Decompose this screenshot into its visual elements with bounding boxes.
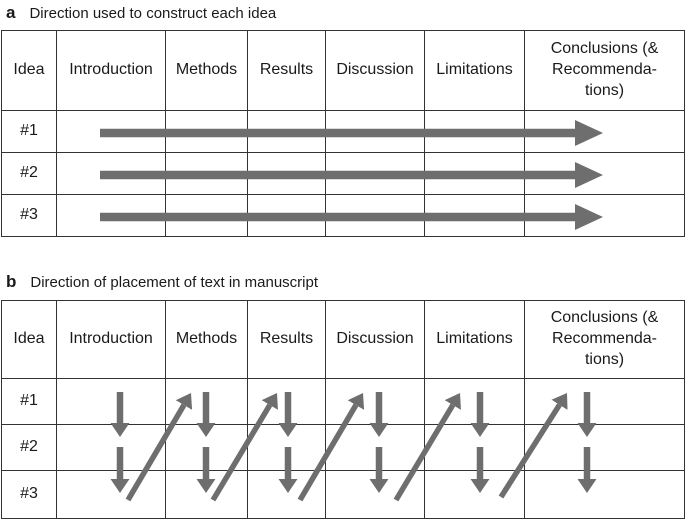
table-header-row: Idea Introduction Methods Results Discus… — [1, 300, 685, 379]
header-cell-limitations: Limitations — [424, 30, 525, 111]
table-cell — [424, 470, 525, 519]
header-cell-results: Results — [247, 30, 326, 111]
table-row: #1 — [1, 378, 685, 425]
table-cell — [424, 378, 525, 425]
table-row: #2 — [1, 152, 685, 195]
table-cell — [424, 110, 525, 153]
table-cell — [325, 470, 425, 519]
table-row: #2 — [1, 424, 685, 471]
table-cell — [56, 194, 166, 237]
table-cell — [247, 424, 326, 471]
panel-b-title-text: Direction of placement of text in manusc… — [30, 274, 319, 291]
text-placement-table: Idea Introduction Methods Results Discus… — [1, 300, 685, 519]
table-cell — [56, 110, 166, 153]
table-header-row: Idea Introduction Methods Results Discus… — [1, 30, 685, 111]
table-cell — [165, 194, 248, 237]
table-cell — [247, 470, 326, 519]
header-cell-results: Results — [247, 300, 326, 379]
table-cell — [165, 424, 248, 471]
table-cell — [325, 110, 425, 153]
table-cell — [56, 378, 166, 425]
panel-a-letter: a — [6, 3, 16, 22]
table-cell — [247, 194, 326, 237]
table-cell — [524, 152, 685, 195]
header-cell-conclusions: Conclusions (& Recommenda- tions) — [524, 30, 685, 111]
table-cell — [524, 470, 685, 519]
table-cell — [247, 110, 326, 153]
table-cell — [165, 152, 248, 195]
table-cell — [524, 110, 685, 153]
panel-b-title: b Direction of placement of text in manu… — [6, 272, 318, 292]
table-cell — [325, 378, 425, 425]
table-cell — [524, 194, 685, 237]
table-cell — [56, 424, 166, 471]
header-cell-introduction: Introduction — [56, 300, 166, 379]
header-cell-idea: Idea — [1, 300, 57, 379]
row-label: #2 — [1, 152, 57, 195]
table-cell — [524, 378, 685, 425]
panel-b-letter: b — [6, 272, 17, 291]
row-label: #1 — [1, 110, 57, 153]
header-cell-limitations: Limitations — [424, 300, 525, 379]
table-cell — [325, 194, 425, 237]
table-cell — [247, 152, 326, 195]
table-cell — [325, 152, 425, 195]
row-label: #1 — [1, 378, 57, 425]
table-cell — [424, 424, 525, 471]
table-row: #3 — [1, 194, 685, 237]
header-cell-discussion: Discussion — [325, 300, 425, 379]
table-row: #1 — [1, 110, 685, 153]
table-cell — [247, 378, 326, 425]
table-cell — [56, 152, 166, 195]
header-cell-introduction: Introduction — [56, 30, 166, 111]
table-cell — [165, 378, 248, 425]
table-cell — [424, 194, 525, 237]
table-cell — [524, 424, 685, 471]
header-cell-methods: Methods — [165, 30, 248, 111]
table-cell — [325, 424, 425, 471]
header-cell-idea: Idea — [1, 30, 57, 111]
header-cell-discussion: Discussion — [325, 30, 425, 111]
table-cell — [165, 110, 248, 153]
table-cell — [56, 470, 166, 519]
table-cell — [424, 152, 525, 195]
row-label: #2 — [1, 424, 57, 471]
row-label: #3 — [1, 194, 57, 237]
table-cell — [165, 470, 248, 519]
construction-direction-table: Idea Introduction Methods Results Discus… — [1, 30, 685, 237]
table-row: #3 — [1, 470, 685, 519]
header-cell-methods: Methods — [165, 300, 248, 379]
row-label: #3 — [1, 470, 57, 519]
header-cell-conclusions: Conclusions (& Recommenda- tions) — [524, 300, 685, 379]
panel-a-title: a Direction used to construct each idea — [6, 3, 276, 23]
panel-a-title-text: Direction used to construct each idea — [29, 5, 277, 22]
